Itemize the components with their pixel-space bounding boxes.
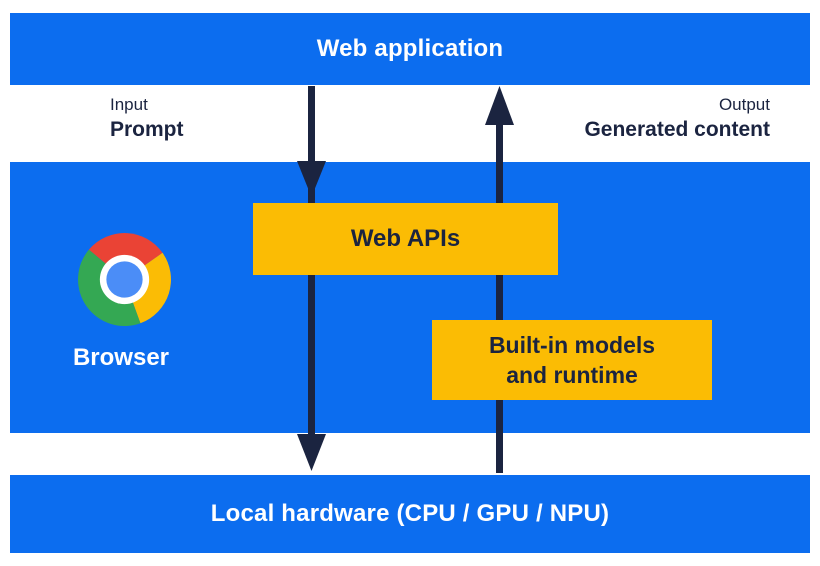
builtin-models-box: Built-in models and runtime (432, 320, 712, 400)
output-caption: Output (718, 95, 770, 114)
generated-content-label: Generated content (584, 118, 770, 141)
builtin-models-label-line2: and runtime (506, 362, 638, 388)
web-apis-box: Web APIs (253, 203, 558, 275)
chrome-logo-icon (78, 233, 171, 326)
builtin-models-label-line1: Built-in models (488, 332, 656, 358)
web-application-band: Web application (10, 13, 810, 85)
input-flow-label: Input Prompt (110, 94, 184, 143)
web-apis-label: Web APIs (350, 225, 461, 252)
local-hardware-band: Local hardware (CPU / GPU / NPU) (10, 475, 810, 553)
input-caption: Input (110, 95, 148, 114)
local-hardware-label: Local hardware (CPU / GPU / NPU) (210, 500, 610, 527)
web-application-label: Web application (316, 35, 504, 62)
prompt-label: Prompt (110, 118, 184, 141)
browser-label: Browser (72, 344, 170, 371)
output-flow-label: Output Generated content (584, 94, 770, 143)
